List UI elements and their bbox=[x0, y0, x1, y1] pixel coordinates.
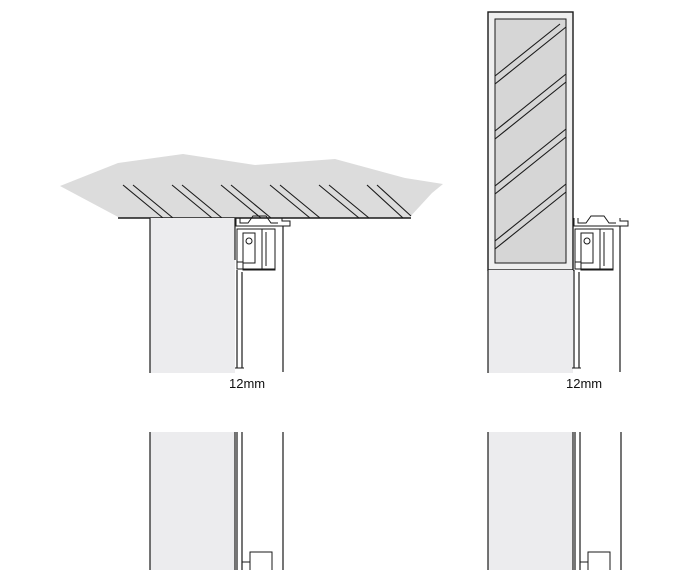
left-head-track bbox=[235, 215, 291, 271]
glazing-panel bbox=[494, 18, 567, 264]
left-panel-upper bbox=[150, 218, 235, 373]
right-head-track bbox=[573, 215, 629, 271]
ceiling-hatching bbox=[122, 184, 412, 219]
left-base-profile bbox=[249, 551, 273, 570]
left-gap-dimension-label: 12mm bbox=[229, 376, 266, 391]
right-panel-upper bbox=[488, 270, 573, 373]
right-detail bbox=[487, 11, 629, 570]
ceiling-slab bbox=[60, 154, 443, 218]
glass-reflection-stripes bbox=[494, 23, 567, 250]
left-detail bbox=[60, 154, 443, 570]
right-gap-dimension-label: 12mm bbox=[566, 376, 603, 391]
right-panel-lower bbox=[488, 432, 573, 570]
right-base-profile bbox=[587, 551, 611, 570]
left-panel-lower bbox=[150, 432, 235, 570]
